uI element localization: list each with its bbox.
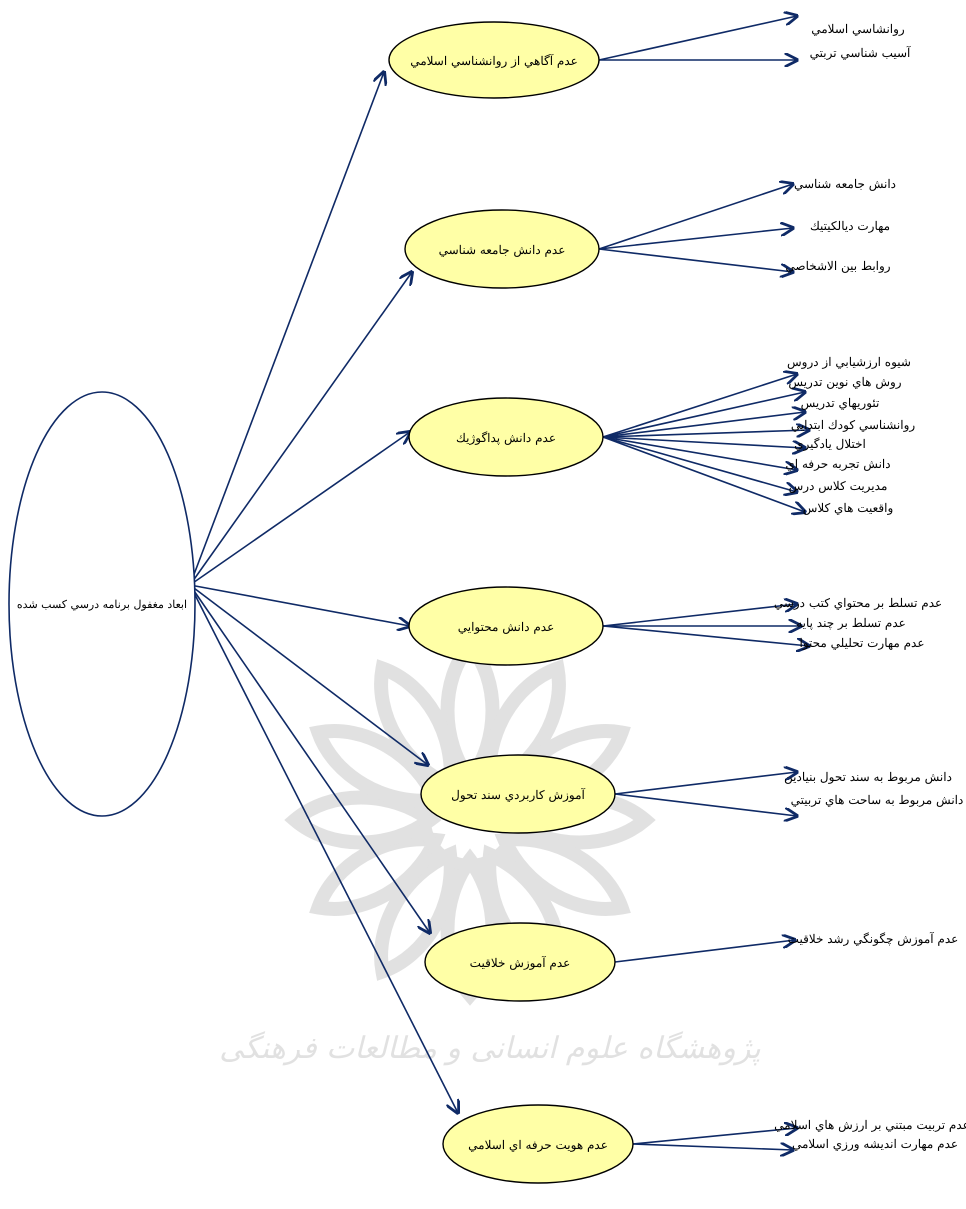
edge-n3-leaf-0 — [602, 374, 797, 438]
edges-layer — [189, 16, 809, 1150]
edge-n3-leaf-2 — [602, 412, 805, 438]
branch-node-label-n5: آموزش كاربردي سند تحول — [451, 787, 585, 802]
leaf-label-n3-5: دانش تجربه حرفه اي — [785, 457, 890, 471]
branch-node-label-n6: عدم آموزش خلاقيت — [470, 955, 571, 970]
edge-n4-leaf-2 — [602, 625, 809, 646]
edge-root-to-n2 — [189, 272, 412, 586]
edge-n3-leaf-3 — [602, 430, 809, 438]
edge-n2-leaf-0 — [598, 184, 793, 250]
branch-node-label-n3: عدم دانش پداگوژيك — [456, 431, 556, 445]
watermark-logo: پژوهشگاه علوم انسانی و مطالعات فرهنگی — [219, 634, 761, 1066]
leaf-label-n7-0: عدم تربيت مبتني بر ارزش هاي اسلامي — [774, 1118, 966, 1132]
leaf-label-n7-1: عدم مهارت انديشه ورزي اسلامي — [792, 1137, 958, 1151]
leaf-label-n3-1: روش هاي نوين تدريس — [788, 375, 901, 389]
watermark-petal — [374, 659, 458, 796]
edge-n7-leaf-1 — [632, 1144, 793, 1150]
leaf-label-n6-0: عدم آموزش چگونگي رشد خلاقيت — [788, 931, 959, 946]
leaf-label-n4-0: عدم تسلط بر محتواي كتب درسي — [774, 596, 942, 610]
edge-n3-leaf-5 — [602, 436, 797, 470]
leaf-label-n3-6: مديريت كلاس درس — [789, 479, 888, 493]
edge-n5-leaf-1 — [614, 793, 797, 816]
branch-node-n4 — [408, 586, 604, 666]
branch-node-label-n2: عدم دانش جامعه شناسي — [439, 243, 566, 257]
leaf-label-n2-2: روابط بين الاشخاصي — [785, 259, 890, 273]
root-node-label: ابعاد مغفول برنامه درسي كسب شده — [17, 598, 187, 611]
leaf-label-n5-1: دانش مربوط به ساحت هاي تربيتي — [791, 793, 964, 807]
leaf-label-n4-1: عدم تسلط بر چند پايه — [796, 616, 906, 630]
leaf-label-n3-7: واقعيت هاي كلاس — [803, 501, 894, 515]
leaf-label-n3-0: شيوه ارزشيابي از دروس — [787, 355, 911, 369]
edge-root-to-n3 — [189, 432, 410, 586]
root-node — [8, 391, 196, 817]
leaf-label-n3-2: تئوريهاي تدريس — [801, 396, 880, 410]
branch-node-label-n4: عدم دانش محتوايي — [458, 620, 555, 634]
edge-root-to-n7 — [189, 584, 458, 1113]
edge-n3-leaf-7 — [602, 436, 805, 512]
branch-node-n5 — [420, 754, 616, 834]
edge-n3-leaf-1 — [602, 392, 805, 438]
edge-n4-leaf-0 — [602, 604, 797, 627]
leaf-label-n3-4: اختلال يادگيري — [794, 437, 866, 451]
watermark-text: پژوهشگاه علوم انسانی و مطالعات فرهنگی — [219, 1031, 761, 1066]
branch-node-n6 — [424, 922, 616, 1002]
leaf-label-n1-0: روانشاسي اسلامي — [811, 22, 905, 36]
edge-n3-leaf-6 — [602, 436, 797, 492]
branch-node-n1 — [388, 21, 600, 99]
edge-n2-leaf-2 — [598, 248, 793, 272]
branch-node-label-n7: عدم هويت حرفه اي اسلامي — [468, 1138, 608, 1152]
edge-n1-leaf-0 — [598, 16, 797, 61]
edge-n2-leaf-1 — [598, 228, 793, 250]
edge-root-to-n6 — [189, 584, 430, 933]
edge-n6-leaf-0 — [614, 940, 795, 963]
edge-n5-leaf-0 — [614, 772, 797, 795]
leaf-label-n3-3: روانشناسي كودك ابتدايي — [791, 418, 916, 432]
branch-node-label-n1: عدم آگاهي از روانشناسي اسلامي — [410, 53, 578, 68]
edge-root-to-n4 — [189, 584, 410, 626]
leaf-label-n2-0: دانش جامعه شناسي — [794, 177, 896, 191]
leaf-label-n1-1: آسيب شناسي تربتي — [810, 45, 911, 60]
nodes-layer: ابعاد مغفول برنامه درسي كسب شده عدم آگاهي… — [8, 21, 634, 1184]
edge-root-to-n5 — [189, 584, 428, 765]
branch-node-n7 — [442, 1104, 634, 1184]
edge-root-to-n1 — [189, 72, 384, 586]
branch-node-n3 — [408, 397, 604, 477]
branch-node-n2 — [404, 209, 600, 289]
leaf-label-n2-1: مهارت ديالكيتيك — [810, 219, 890, 233]
leaf-label-n4-2: عدم مهارت تحليلي محتوا — [799, 636, 924, 650]
leaves-layer: روانشاسي اسلامي آسيب شناسي تربتي دانش جامع… — [774, 22, 966, 1151]
leaf-label-n5-0: دانش مربوط به سند تحول بنيادين — [784, 770, 952, 784]
edge-n7-leaf-0 — [632, 1128, 797, 1145]
edge-n3-leaf-4 — [602, 436, 805, 448]
